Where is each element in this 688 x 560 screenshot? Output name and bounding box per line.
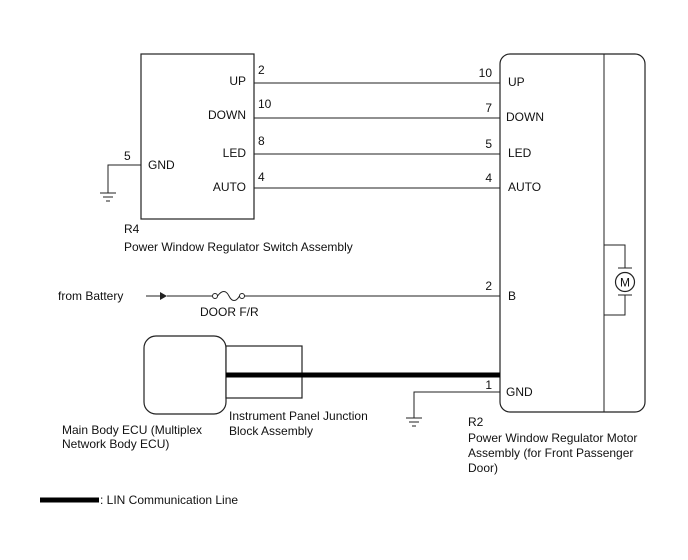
motor-assembly-box [499, 53, 646, 413]
fuse-icon [212, 291, 245, 301]
motor-assembly-code: R2 [468, 415, 484, 429]
switch-assembly-code: R4 [124, 222, 140, 236]
motor-pin-auto: 4 [485, 171, 492, 185]
switch-pin-auto: 4 [258, 170, 265, 184]
motor-assembly-name-line-2: Assembly (for Front Passenger [468, 446, 633, 460]
motor-assembly-name-line-1: Power Window Regulator Motor [468, 431, 637, 445]
battery-label: from Battery [58, 289, 123, 303]
main-body-ecu-name-line-1: Main Body ECU (Multiplex [62, 423, 202, 437]
motor-terminal-led-label: LED [508, 146, 532, 160]
motor-pin-up: 10 [479, 66, 493, 80]
junction-block-name-line-1: Instrument Panel Junction [229, 409, 368, 423]
switch-gnd-label: GND [148, 158, 175, 172]
motor-terminal-auto-label: AUTO [508, 180, 541, 194]
switch-terminal-auto-label: AUTO [213, 180, 246, 194]
motor-terminal-down-label: DOWN [506, 110, 544, 124]
fuse-label: DOOR F/R [200, 305, 259, 319]
switch-assembly-name: Power Window Regulator Switch Assembly [124, 240, 353, 254]
switch-pin-led: 8 [258, 134, 265, 148]
ground-symbol-icon [100, 164, 141, 202]
motor-terminal-b-label: B [508, 289, 516, 303]
arrow-right-icon [146, 292, 167, 300]
motor-symbol-label: M [620, 276, 630, 290]
switch-terminal-down-label: DOWN [208, 108, 246, 122]
motor-terminal-gnd-label: GND [506, 385, 533, 399]
legend-text: : LIN Communication Line [100, 493, 238, 507]
switch-terminal-up-label: UP [229, 74, 246, 88]
switch-pin-down: 10 [258, 97, 272, 111]
motor-pin-b: 2 [485, 279, 492, 293]
motor-pin-led: 5 [485, 137, 492, 151]
ground-symbol-icon [406, 391, 500, 427]
motor-pin-down: 7 [485, 101, 492, 115]
motor-terminal-up-label: UP [508, 75, 525, 89]
switch-pin-gnd: 5 [124, 149, 131, 163]
motor-pin-gnd: 1 [485, 378, 492, 392]
motor-icon: M [604, 244, 636, 316]
junction-block-name-line-2: Block Assembly [229, 424, 313, 438]
switch-pin-up: 2 [258, 63, 265, 77]
motor-assembly-name-line-3: Door) [468, 461, 498, 475]
switch-terminal-led-label: LED [223, 146, 247, 160]
main-body-ecu-name-line-2: Network Body ECU) [62, 437, 169, 451]
switch-assembly-box [140, 53, 255, 220]
junction-block-box [225, 345, 303, 399]
main-body-ecu-box [143, 335, 227, 415]
